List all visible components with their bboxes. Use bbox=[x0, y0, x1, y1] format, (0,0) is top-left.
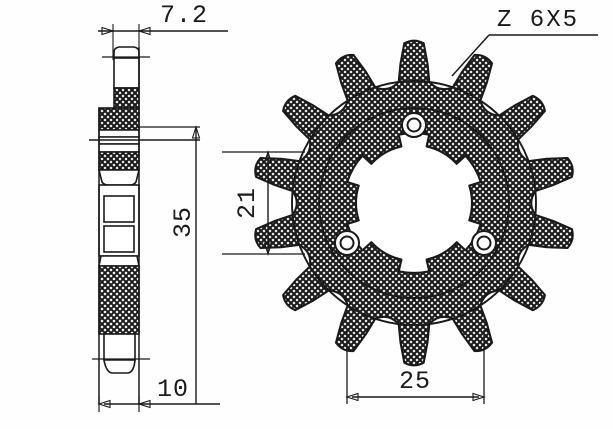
hub-body bbox=[89, 46, 200, 404]
dimension-label-7-2: 7.2 bbox=[160, 1, 208, 30]
dimension-label-10: 10 bbox=[157, 375, 189, 404]
root-circle bbox=[291, 80, 537, 326]
side-section-view: 7.2 bbox=[89, 1, 228, 412]
dimension-label-25: 25 bbox=[399, 367, 431, 396]
note-label-z6x5: Z 6X5 bbox=[497, 7, 579, 34]
bolt-hole-bottom-right bbox=[471, 230, 497, 256]
dimension-label-21: 21 bbox=[233, 187, 262, 219]
web-circle bbox=[318, 107, 510, 299]
bolt-hole-top bbox=[401, 112, 427, 138]
dimension-35: 35 bbox=[139, 125, 201, 404]
note-z6x5: Z 6X5 bbox=[451, 7, 598, 77]
dimension-25: 25 bbox=[345, 330, 486, 404]
bolt-hole-bottom-left bbox=[334, 230, 360, 256]
dimension-21: 21 bbox=[222, 150, 305, 256]
note-leader-line bbox=[451, 34, 490, 77]
front-view: 21 25 Z 6X5 bbox=[222, 7, 598, 404]
dimension-10: 10 bbox=[97, 375, 220, 412]
dimension-7-2: 7.2 bbox=[98, 1, 228, 60]
dimension-label-35: 35 bbox=[169, 206, 198, 238]
center-bore bbox=[346, 131, 482, 275]
